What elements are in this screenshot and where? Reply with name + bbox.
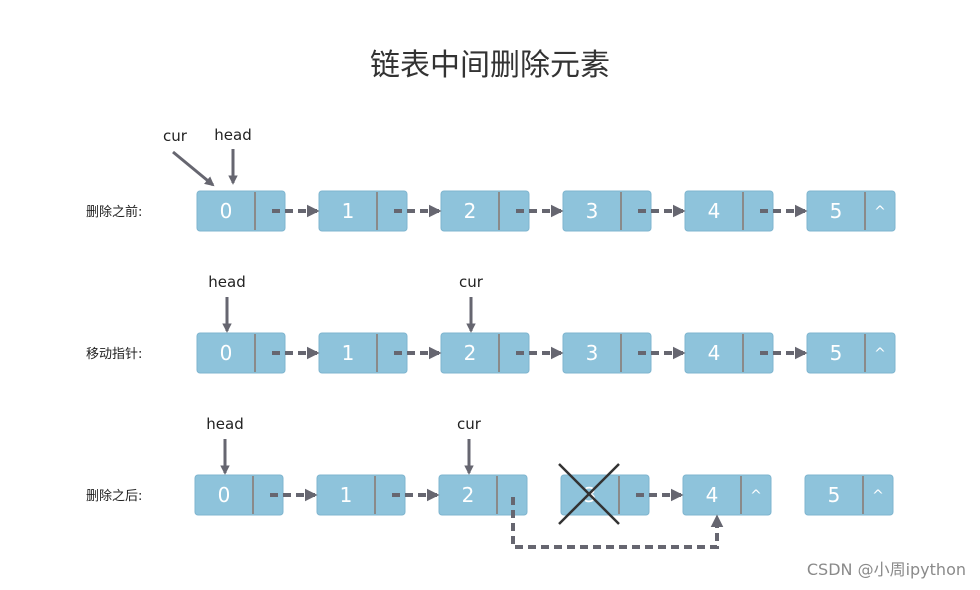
- node-box: [562, 190, 652, 232]
- watermark: CSDN @小周ipython: [806, 560, 966, 579]
- node-box: [196, 190, 286, 232]
- row-label: 删除之前:: [86, 204, 142, 220]
- node-value: 1: [342, 341, 355, 365]
- list-node: 5^: [806, 332, 896, 374]
- list-node: 3: [562, 190, 652, 232]
- list-node: 2: [440, 190, 530, 232]
- null-marker: ^: [750, 488, 762, 504]
- node-box: [194, 474, 284, 516]
- node-value: 4: [708, 199, 721, 223]
- node-value: 2: [462, 483, 475, 507]
- list-node: 4: [684, 190, 774, 232]
- null-marker: ^: [872, 488, 884, 504]
- node-value: 5: [828, 483, 841, 507]
- node-box: [196, 332, 286, 374]
- node-value: 3: [586, 341, 599, 365]
- list-node: 2: [438, 474, 528, 516]
- node-box: [684, 190, 774, 232]
- list-node: 3: [562, 332, 652, 374]
- node-value: 1: [342, 199, 355, 223]
- pointer-label: cur: [163, 127, 188, 145]
- pointer-label: head: [214, 126, 251, 144]
- node-box: [562, 332, 652, 374]
- list-node: 5^: [806, 190, 896, 232]
- pointer-label: head: [206, 415, 243, 433]
- pointer-arrow: [172, 150, 215, 187]
- node-box: [440, 332, 530, 374]
- node-box: [318, 190, 408, 232]
- row-label: 移动指针:: [86, 347, 142, 362]
- node-value: 3: [586, 199, 599, 223]
- node-value: 4: [708, 341, 721, 365]
- pointer-label: head: [208, 273, 245, 291]
- node-value: 2: [464, 341, 477, 365]
- pointer-label: cur: [459, 273, 484, 291]
- diagram-title: 链表中间删除元素: [370, 48, 610, 83]
- node-value: 1: [340, 483, 353, 507]
- node-value: 4: [706, 483, 719, 507]
- list-node: 0: [196, 332, 286, 374]
- list-node: 3: [558, 463, 650, 525]
- node-box: [318, 332, 408, 374]
- node-value: 0: [220, 341, 233, 365]
- node-box: [804, 474, 894, 516]
- node-value: 0: [220, 199, 233, 223]
- list-node: 1: [318, 190, 408, 232]
- list-node: 5^: [804, 474, 894, 516]
- node-value: 0: [218, 483, 231, 507]
- null-marker: ^: [874, 204, 886, 220]
- list-node: 0: [196, 190, 286, 232]
- list-node: 4^: [682, 474, 772, 516]
- list-node: 2: [440, 332, 530, 374]
- row-label: 删除之后:: [86, 489, 142, 504]
- node-value: 5: [830, 199, 843, 223]
- node-box: [684, 332, 774, 374]
- node-value: 2: [464, 199, 477, 223]
- node-box: [438, 474, 528, 516]
- node-value: 5: [830, 341, 843, 365]
- list-node: 1: [316, 474, 406, 516]
- pointer-label: cur: [457, 415, 482, 433]
- list-node: 4: [684, 332, 774, 374]
- cross-line: [558, 463, 620, 525]
- null-marker: ^: [874, 346, 886, 362]
- node-box: [316, 474, 406, 516]
- node-box: [440, 190, 530, 232]
- list-node: 1: [318, 332, 408, 374]
- list-node: 0: [194, 474, 284, 516]
